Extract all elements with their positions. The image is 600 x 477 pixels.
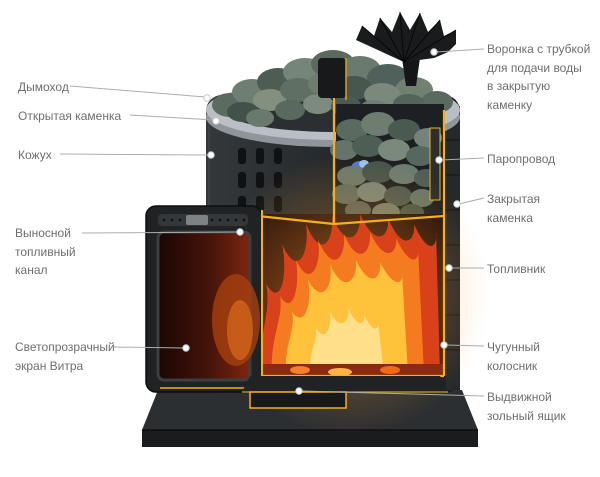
label-chimney: Дымоход xyxy=(18,80,69,94)
label-steam-pipe: Паропровод xyxy=(487,152,556,166)
label-grate: Чугунный колосник xyxy=(487,340,540,373)
brand-plate xyxy=(186,215,208,225)
chimney-cut xyxy=(318,58,347,100)
water-funnel xyxy=(356,11,457,86)
firebox xyxy=(210,155,490,435)
ash-box xyxy=(242,376,448,409)
label-fuel-channel: Выносной топливный канал xyxy=(15,226,76,278)
label-ash-box: Выдвижной зольный ящик xyxy=(487,390,566,423)
label-vitra-screen: Светопрозрачный экран Витра xyxy=(15,340,115,373)
label-firebox: Топливник xyxy=(487,262,546,276)
label-open-heater: Открытая каменка xyxy=(18,109,122,123)
label-water-funnel: Воронка с трубкой для подачи воды в закр… xyxy=(487,42,591,112)
fuel-channel-door xyxy=(145,205,263,393)
label-casing: Кожух xyxy=(18,148,52,162)
leader-lines xyxy=(59,48,485,397)
leader-dots xyxy=(182,48,461,395)
grate-embers xyxy=(258,364,444,376)
label-closed-heater: Закрытая каменка xyxy=(487,192,541,225)
